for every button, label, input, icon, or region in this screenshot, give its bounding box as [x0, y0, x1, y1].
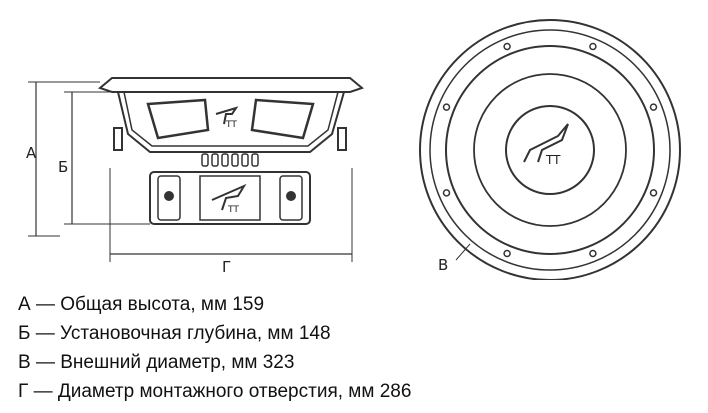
label-b: Б — [58, 158, 68, 176]
legend-item-b: Б — Установочная глубина, мм 148 — [18, 323, 331, 344]
mount-hole — [649, 103, 658, 111]
mount-hole — [503, 249, 511, 258]
dimension-a: А — [26, 81, 100, 237]
mount-hole — [589, 249, 597, 258]
basket-logo-text: TT — [225, 120, 237, 130]
mount-hole — [589, 42, 597, 51]
dimension-b: Б — [58, 91, 150, 225]
vent-slot — [251, 153, 259, 167]
label-a: А — [26, 144, 37, 162]
mount-hole — [442, 103, 451, 111]
label-v: В — [438, 256, 448, 274]
mount-hole — [503, 42, 511, 51]
legend-item-a: А — Общая высота, мм 159 — [18, 294, 265, 315]
vent-slot — [231, 153, 239, 167]
legend-item-v: В — Внешний диаметр, мм 323 — [18, 352, 295, 373]
front-view: TT В — [419, 19, 681, 280]
vent-slot — [211, 153, 219, 167]
dimension-g: Г — [109, 168, 353, 276]
label-g: Г — [222, 258, 231, 276]
vent-slot — [221, 153, 229, 167]
dimensions-legend: А — Общая высота, мм 159 Б — Установочна… — [18, 290, 411, 406]
mount-hole — [442, 189, 451, 197]
magnet-logo-text: TT — [227, 205, 239, 215]
legend-item-g: Г — Диаметр монтажного отверстия, мм 286 — [18, 381, 412, 402]
vent-slot — [241, 153, 249, 167]
vent-slots — [201, 153, 259, 167]
mount-hole — [649, 189, 658, 197]
mount-holes — [442, 42, 658, 258]
cap-logo-text: TT — [545, 153, 561, 167]
side-view: А Б Г TT — [26, 77, 365, 276]
vent-slot — [201, 153, 209, 167]
speaker-drawing: А Б Г TT — [26, 19, 681, 280]
